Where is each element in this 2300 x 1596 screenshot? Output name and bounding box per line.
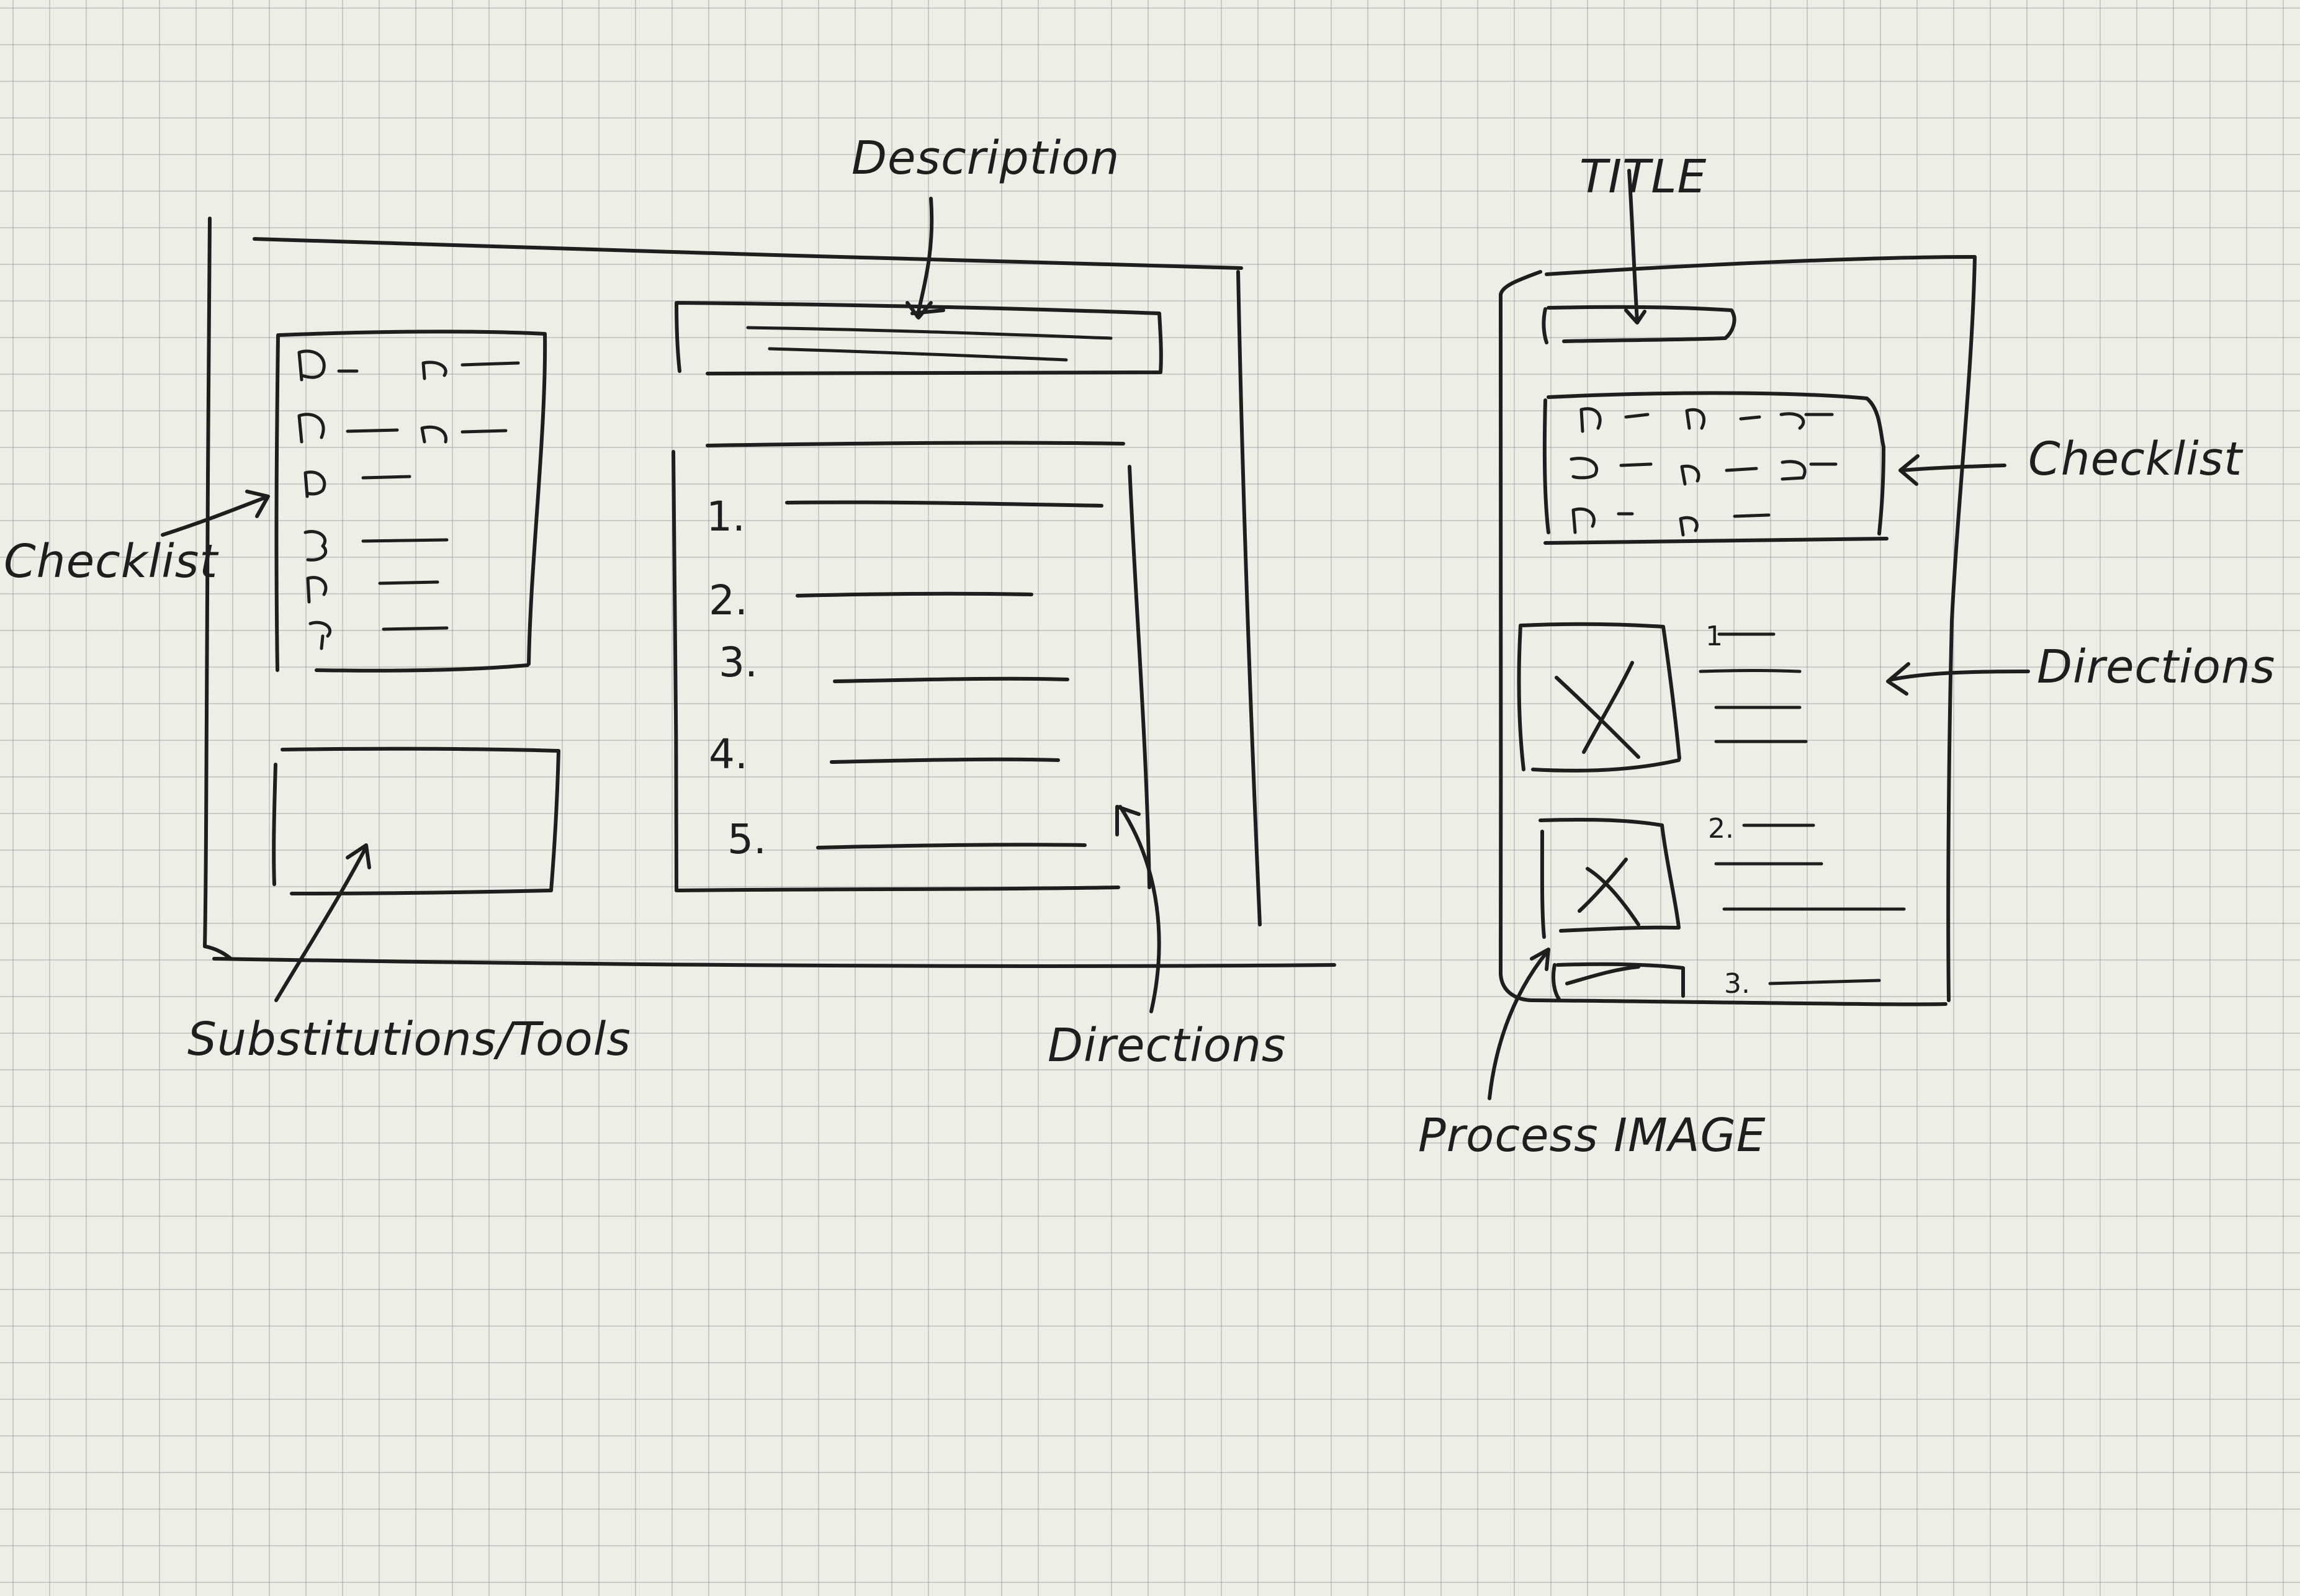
step-number: 2. xyxy=(709,576,748,624)
step-text-line xyxy=(796,591,1033,598)
step-text-line xyxy=(816,843,1087,850)
checkbox-icon xyxy=(303,530,449,562)
step-number: 1. xyxy=(706,493,745,540)
desktop-frame-bottom xyxy=(212,957,1336,968)
arrow-checklist-left xyxy=(161,490,270,537)
directions-box xyxy=(672,450,1151,892)
step-text-line xyxy=(830,757,1060,764)
checkbox-icon xyxy=(297,349,359,382)
arrow-process-image xyxy=(1488,948,1550,1100)
step-text-line xyxy=(1699,632,1808,743)
step-number: 4. xyxy=(709,730,748,778)
checkbox-icon xyxy=(303,470,411,498)
step-number: 5. xyxy=(727,815,766,863)
step-number: 3. xyxy=(719,639,758,686)
step-text-line xyxy=(833,676,1069,683)
arrow-checklist-right xyxy=(1898,454,2006,486)
mobile-step-2: 2. xyxy=(1539,813,1906,939)
label-checklist-left: Checklist xyxy=(4,535,219,588)
checkbox-icon xyxy=(308,621,449,650)
mobile-checklist xyxy=(1542,391,1889,545)
step-text-line xyxy=(785,500,1103,508)
step-text-line xyxy=(1768,979,1881,985)
mobile-title-bar xyxy=(1542,305,1736,344)
substitutions-tools-box xyxy=(272,746,560,895)
mobile-step-3: 3. xyxy=(1552,962,1881,1001)
label-description: Description xyxy=(851,132,1120,185)
directions-top-rule xyxy=(706,441,1125,447)
checklist-box xyxy=(274,330,547,673)
label-directions-bottom: Directions xyxy=(1048,1019,1286,1072)
arrow-directions-bottom xyxy=(1115,805,1161,1013)
arrow-substitutions xyxy=(274,843,371,1002)
mobile-frame xyxy=(1499,255,1977,1006)
arrow-description xyxy=(905,197,945,320)
checkbox-icon xyxy=(297,413,399,444)
label-title: TITLE xyxy=(1579,150,1707,204)
step-number: 2. xyxy=(1708,813,1734,845)
desktop-checklist xyxy=(274,330,547,673)
mobile-step-1: 1 xyxy=(1517,621,1808,773)
arrow-directions-right xyxy=(1886,662,2030,696)
label-directions-right: Directions xyxy=(2037,640,2275,694)
checkbox-icon xyxy=(306,576,439,604)
label-substitutions-tools: Substitutions/Tools xyxy=(187,1013,631,1066)
desktop-frame-right xyxy=(1236,270,1262,926)
label-process-image: Process IMAGE xyxy=(1418,1109,1766,1162)
checkbox-icon xyxy=(420,425,508,444)
process-image-placeholder xyxy=(1517,622,1681,773)
desktop-directions-list: 1. 2. 3. 4. 5. xyxy=(672,441,1151,892)
arrow-title xyxy=(1624,169,1646,325)
description-box xyxy=(675,301,1163,375)
desktop-wireframe: 1. 2. 3. 4. 5. xyxy=(161,197,1336,1013)
desktop-frame-left xyxy=(203,217,212,948)
checkbox-icon xyxy=(421,361,520,380)
step-number: 1 xyxy=(1705,621,1723,652)
mobile-wireframe: 1 2. 3. xyxy=(1488,169,2030,1100)
label-checklist-right: Checklist xyxy=(2028,433,2244,486)
process-image-placeholder xyxy=(1539,817,1681,939)
desktop-frame-top xyxy=(253,237,1243,270)
step-number: 3. xyxy=(1724,968,1750,1000)
step-text-line xyxy=(1714,823,1906,911)
